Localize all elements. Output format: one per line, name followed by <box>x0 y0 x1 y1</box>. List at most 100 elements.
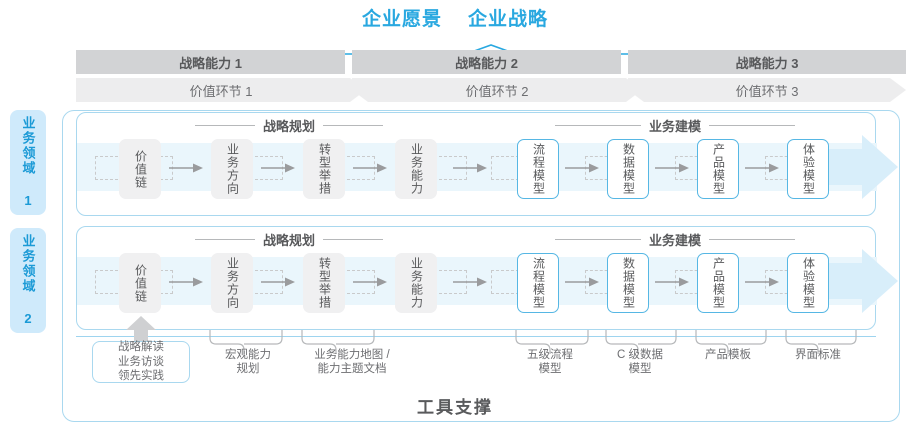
capability-label-1: 战略能力 1 <box>179 55 242 71</box>
top-title-row: 企业愿景 企业战略 <box>0 2 910 32</box>
section-label-business-modeling-2: 业务建模 <box>648 232 701 248</box>
domain-label-2: 业务领域 2 <box>20 233 36 328</box>
flow-arrow-icon <box>453 277 487 287</box>
value-chain-label-1: 价值环节 1 <box>189 83 253 99</box>
capability-label-2: 战略能力 2 <box>455 55 518 71</box>
process-box-label: 业务能力 <box>409 257 424 309</box>
process-box-label: 业务方向 <box>225 257 240 309</box>
sidebar-item-domain-1[interactable]: 业务领域 1 <box>10 110 46 215</box>
enterprise-strategy-title: 企业战略 <box>468 8 549 30</box>
section-rule-left-icon <box>554 238 641 240</box>
process-box-product-model-1[interactable]: 产品模型 <box>697 139 739 199</box>
section-title-business-modeling-1: 业务建模 <box>495 115 855 135</box>
business-domain-lane-1: 战略规划 业务建模 价值链 业务方向 转型举措 业务能力 流程模型 数据模型 <box>76 112 898 216</box>
tool-box-line-2: 业务访谈 <box>118 355 164 368</box>
capability-header-band: 战略能力 1 战略能力 2 战略能力 3 <box>76 50 906 74</box>
value-chain-cell-2: 价值环节 2 <box>352 78 642 102</box>
section-rule-left-icon <box>194 238 255 240</box>
tool-box-line-1: 战略解读 <box>118 341 164 354</box>
tool-box-line-3: 领先实践 <box>118 370 164 383</box>
section-label-strategy-planning-2: 战略规划 <box>262 232 315 248</box>
process-box-process-model-1[interactable]: 流程模型 <box>517 139 559 199</box>
tool-label-c-level-data-model: C 级数据模型 <box>617 349 663 376</box>
process-box-business-capability-1[interactable]: 业务能力 <box>395 139 437 199</box>
section-title-strategy-planning-2: 战略规划 <box>99 229 479 249</box>
lane-flow-arrow-2-icon <box>812 249 898 313</box>
section-rule-right-icon <box>709 238 795 240</box>
process-box-value-chain-1[interactable]: 价值链 <box>119 139 161 199</box>
tool-label-product-template: 产品模板 <box>705 349 751 361</box>
sidebar-item-domain-2[interactable]: 业务领域 2 <box>10 228 46 333</box>
value-chain-label-3: 价值环节 3 <box>735 83 799 99</box>
process-box-business-direction-1[interactable]: 业务方向 <box>211 139 253 199</box>
process-box-data-model-1[interactable]: 数据模型 <box>607 139 649 199</box>
flow-arrow-icon <box>169 277 203 287</box>
section-rule-left-icon <box>554 124 641 126</box>
process-box-label: 转型举措 <box>317 143 332 195</box>
lane-flow-arrow-1-icon <box>812 135 898 199</box>
section-rule-left-icon <box>194 124 255 126</box>
flow-arrow-icon <box>353 277 387 287</box>
flow-arrow-icon <box>261 277 295 287</box>
process-box-label: 流程模型 <box>531 257 546 309</box>
capability-cell-1: 战略能力 1 <box>76 50 345 74</box>
domain-label-1: 业务领域 1 <box>20 115 36 210</box>
tool-support-title: 工具支撑 <box>0 392 910 418</box>
process-box-transformation-measures-2[interactable]: 转型举措 <box>303 253 345 313</box>
flow-arrow-icon <box>655 163 689 173</box>
value-chain-cell-3: 价值环节 3 <box>628 78 906 102</box>
process-box-label: 价值链 <box>133 263 148 303</box>
flow-arrow-icon <box>655 277 689 287</box>
value-chain-up-arrow-icon <box>126 316 156 342</box>
process-box-label: 流程模型 <box>531 143 546 195</box>
tool-bracket-connectors <box>209 330 857 354</box>
section-title-business-modeling-2: 业务建模 <box>495 229 855 249</box>
flow-arrow-icon <box>353 163 387 173</box>
process-box-label: 数据模型 <box>621 143 636 195</box>
capability-cell-2: 战略能力 2 <box>352 50 621 74</box>
tool-support-label: 工具支撑 <box>417 397 493 417</box>
capability-label-3: 战略能力 3 <box>735 55 799 71</box>
flow-arrow-icon <box>261 163 295 173</box>
process-box-data-model-2[interactable]: 数据模型 <box>607 253 649 313</box>
process-box-label: 体验模型 <box>801 257 816 309</box>
process-box-label: 产品模型 <box>711 257 726 309</box>
value-chain-label-2: 价值环节 2 <box>465 83 529 99</box>
tool-box-strategy-inputs[interactable]: 战略解读 业务访谈 领先实践 <box>92 341 190 383</box>
tool-label-ui-standard: 界面标准 <box>795 349 841 361</box>
section-title-strategy-planning-1: 战略规划 <box>99 115 479 135</box>
flow-arrow-icon <box>745 277 779 287</box>
enterprise-vision-title: 企业愿景 <box>361 8 442 30</box>
process-box-label: 价值链 <box>133 149 148 189</box>
flow-arrow-icon <box>565 277 599 287</box>
value-chain-band: 价值环节 1 价值环节 2 价值环节 3 <box>76 78 906 102</box>
section-rule-right-icon <box>323 124 383 126</box>
capability-cell-3: 战略能力 3 <box>628 50 906 74</box>
section-label-strategy-planning-1: 战略规划 <box>262 118 315 134</box>
process-box-business-capability-2[interactable]: 业务能力 <box>395 253 437 313</box>
flow-arrow-icon <box>565 163 599 173</box>
process-box-label: 数据模型 <box>621 257 636 309</box>
process-box-product-model-2[interactable]: 产品模型 <box>697 253 739 313</box>
process-box-label: 业务方向 <box>225 143 240 195</box>
section-rule-right-icon <box>323 238 383 240</box>
tool-label-macro-capability: 宏观能力规划 <box>225 349 271 376</box>
process-box-transformation-measures-1[interactable]: 转型举措 <box>303 139 345 199</box>
process-box-label: 体验模型 <box>801 143 816 195</box>
section-label-business-modeling-1: 业务建模 <box>648 118 701 134</box>
process-box-value-chain-2[interactable]: 价值链 <box>119 253 161 313</box>
value-chain-cell-1: 价值环节 1 <box>76 78 366 102</box>
process-box-experience-model-2[interactable]: 体验模型 <box>787 253 829 313</box>
tool-label-capability-map: 业务能力地图 /能力主题文档 <box>314 349 390 376</box>
flow-arrow-icon <box>169 163 203 173</box>
process-box-experience-model-1[interactable]: 体验模型 <box>787 139 829 199</box>
process-box-business-direction-2[interactable]: 业务方向 <box>211 253 253 313</box>
flow-arrow-icon <box>453 163 487 173</box>
tool-support-divider <box>76 336 876 337</box>
process-box-process-model-2[interactable]: 流程模型 <box>517 253 559 313</box>
business-domain-lane-2: 战略规划 业务建模 价值链 业务方向 转型举措 业务能力 流程模型 数据模型 <box>76 226 898 330</box>
framework-container <box>62 110 900 422</box>
tool-label-five-level-process-model: 五级流程模型 <box>527 349 573 376</box>
process-box-label: 转型举措 <box>317 257 332 309</box>
